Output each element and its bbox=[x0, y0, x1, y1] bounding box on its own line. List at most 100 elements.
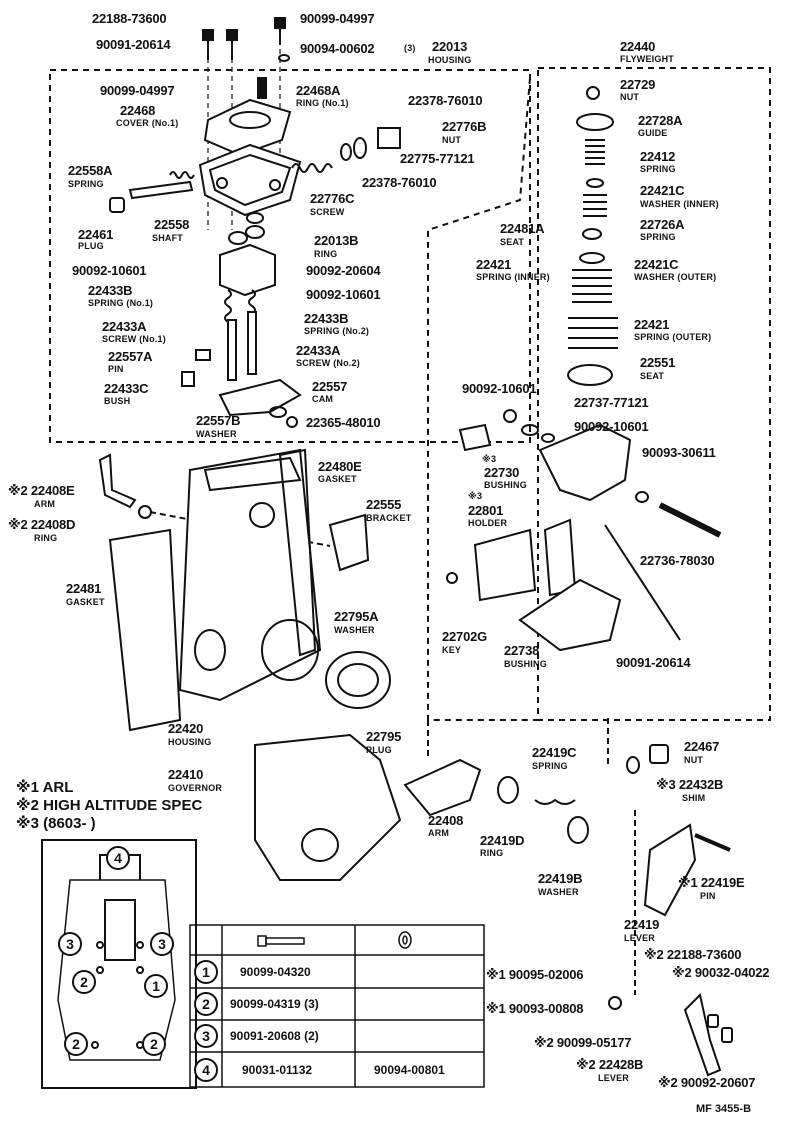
spring-block-part bbox=[219, 243, 276, 297]
label-22419-name: LEVER bbox=[624, 933, 656, 943]
label-22432B-name: SHIM bbox=[682, 793, 706, 803]
spring-22421-outer bbox=[568, 317, 618, 349]
label-22433B-1-name: SPRING (No.1) bbox=[88, 298, 154, 308]
label-22729: 22729 bbox=[620, 77, 656, 92]
table-row-4-washer: 90094-00801 bbox=[374, 1063, 445, 1077]
label-22433A-1-name: SCREW (No.1) bbox=[102, 334, 166, 344]
washer-22421c-inner bbox=[586, 178, 604, 188]
label-22480E: 22480E bbox=[318, 459, 362, 474]
cover-no1-part bbox=[203, 77, 292, 157]
washer-22557b bbox=[269, 406, 287, 418]
spring-22412 bbox=[585, 139, 605, 165]
housing-22013-part bbox=[198, 143, 302, 217]
holder-22801 bbox=[473, 528, 537, 602]
label-22419: 22419 bbox=[624, 917, 660, 932]
label-22378-76010a: 22378-76010 bbox=[408, 93, 483, 108]
label-22013B: 22013B bbox=[314, 233, 359, 248]
label-22467-name: NUT bbox=[684, 755, 704, 765]
label-22421C-1: 22421C bbox=[640, 183, 685, 198]
label-22013: 22013 bbox=[432, 39, 468, 54]
label-22776C-name: SCREW bbox=[310, 207, 345, 217]
label-22737-77121: 22737-77121 bbox=[574, 395, 649, 410]
label-22730-name: BUSHING bbox=[484, 480, 527, 490]
lever-22419 bbox=[643, 823, 697, 917]
label-22421C-2-name: WASHER (OUTER) bbox=[634, 272, 717, 282]
label-90092-20604: 90092-20604 bbox=[306, 263, 381, 278]
label-22801-mark: ※3 bbox=[468, 491, 483, 501]
screw-22433a-2 bbox=[247, 311, 257, 375]
label-22801: 22801 bbox=[468, 503, 504, 518]
gasket-marker-2-bottom-right: 2 bbox=[142, 1032, 166, 1056]
label-22558-name: SHAFT bbox=[152, 233, 183, 243]
label-22013B-name: RING bbox=[314, 249, 338, 259]
housing-group-box bbox=[49, 69, 531, 443]
label-22419E-name: PIN bbox=[700, 891, 716, 901]
label-22776B: 22776B bbox=[442, 119, 487, 134]
label-22421-2: 22421 bbox=[634, 317, 670, 332]
spring-22558a bbox=[169, 171, 195, 179]
bolt-90091-20614 bbox=[226, 29, 238, 60]
gasket-22481 bbox=[108, 528, 182, 732]
gasket-marker-3-right: 3 bbox=[150, 932, 174, 956]
label-22558A-name: SPRING bbox=[68, 179, 104, 189]
pin-22419e bbox=[694, 833, 731, 852]
plug-22461 bbox=[109, 197, 125, 213]
label-22468A-name: RING (No.1) bbox=[296, 98, 349, 108]
gasket-marker-4: 4 bbox=[106, 846, 130, 870]
label-22420: 22420 bbox=[168, 721, 204, 736]
shaft-22558 bbox=[128, 180, 194, 200]
seat-22481a bbox=[582, 228, 602, 240]
spring-22776c bbox=[291, 163, 333, 173]
label-22419C-name: SPRING bbox=[532, 761, 568, 771]
spring-22433b-1 bbox=[224, 289, 232, 323]
gasket-marker-2-left: 2 bbox=[72, 970, 96, 994]
legend-text-3: (8603- ) bbox=[43, 815, 96, 832]
label-22412-name: SPRING bbox=[640, 164, 676, 174]
label-22557-name: CAM bbox=[312, 394, 334, 404]
label-90092-10601d: 90092-10601 bbox=[574, 419, 649, 434]
spring-22419c bbox=[534, 798, 576, 805]
spring-22421-inner bbox=[572, 269, 612, 303]
table-row-1-bolt: 90099-04320 bbox=[240, 965, 311, 979]
label-90092-10601b: 90092-10601 bbox=[306, 287, 381, 302]
legend-mark-2: ※2 bbox=[16, 797, 39, 814]
table-row-3-bolt: 90091-20608 (2) bbox=[230, 1029, 319, 1043]
label-90099-05177: ※2 90099-05177 bbox=[534, 1035, 632, 1050]
legend-row-2: ※2 HIGH ALTITUDE SPEC bbox=[16, 798, 202, 813]
bushing-22730 bbox=[458, 423, 492, 452]
nut-90092-20607 bbox=[721, 1027, 733, 1043]
label-22730: 22730 bbox=[484, 465, 520, 480]
flyweight-part bbox=[538, 423, 632, 502]
seat-22551 bbox=[567, 364, 613, 386]
label-22795-name: PLUG bbox=[366, 745, 392, 755]
label-22433B-1: 22433B bbox=[88, 283, 133, 298]
table-row-2-num: 2 bbox=[194, 992, 218, 1016]
table-row-4-bolt: 90031-01132 bbox=[242, 1063, 313, 1077]
bolt-22188-73600 bbox=[202, 29, 214, 60]
bush-22433c bbox=[181, 371, 195, 387]
ring-22408d bbox=[138, 505, 152, 519]
label-22408E: ※2 22408E bbox=[8, 483, 75, 498]
label-22419C: 22419C bbox=[532, 745, 577, 760]
plate-part bbox=[518, 578, 622, 652]
shim-22432b bbox=[626, 756, 640, 774]
label-22557A-name: PIN bbox=[108, 364, 124, 374]
label-22481-name: GASKET bbox=[66, 597, 105, 607]
label-22421-2-name: SPRING (OUTER) bbox=[634, 332, 712, 342]
spring-22726a bbox=[583, 194, 607, 217]
governor-22410 bbox=[254, 733, 402, 881]
label-22726A: 22726A bbox=[640, 217, 685, 232]
parts-table-grid bbox=[189, 924, 485, 1088]
label-22468-name: COVER (No.1) bbox=[116, 118, 179, 128]
washer-90093-00808 bbox=[608, 996, 622, 1010]
label-90092-20607: ※2 90092-20607 bbox=[658, 1075, 756, 1090]
label-22480E-name: GASKET bbox=[318, 474, 357, 484]
nut-22776b bbox=[377, 127, 401, 149]
bracket-22555 bbox=[328, 513, 370, 572]
label-22421-1: 22421 bbox=[476, 257, 512, 272]
label-22461-name: PLUG bbox=[78, 241, 104, 251]
nut-22729 bbox=[586, 86, 600, 100]
arm-22408 bbox=[403, 758, 482, 817]
gasket-22480e bbox=[278, 448, 317, 657]
